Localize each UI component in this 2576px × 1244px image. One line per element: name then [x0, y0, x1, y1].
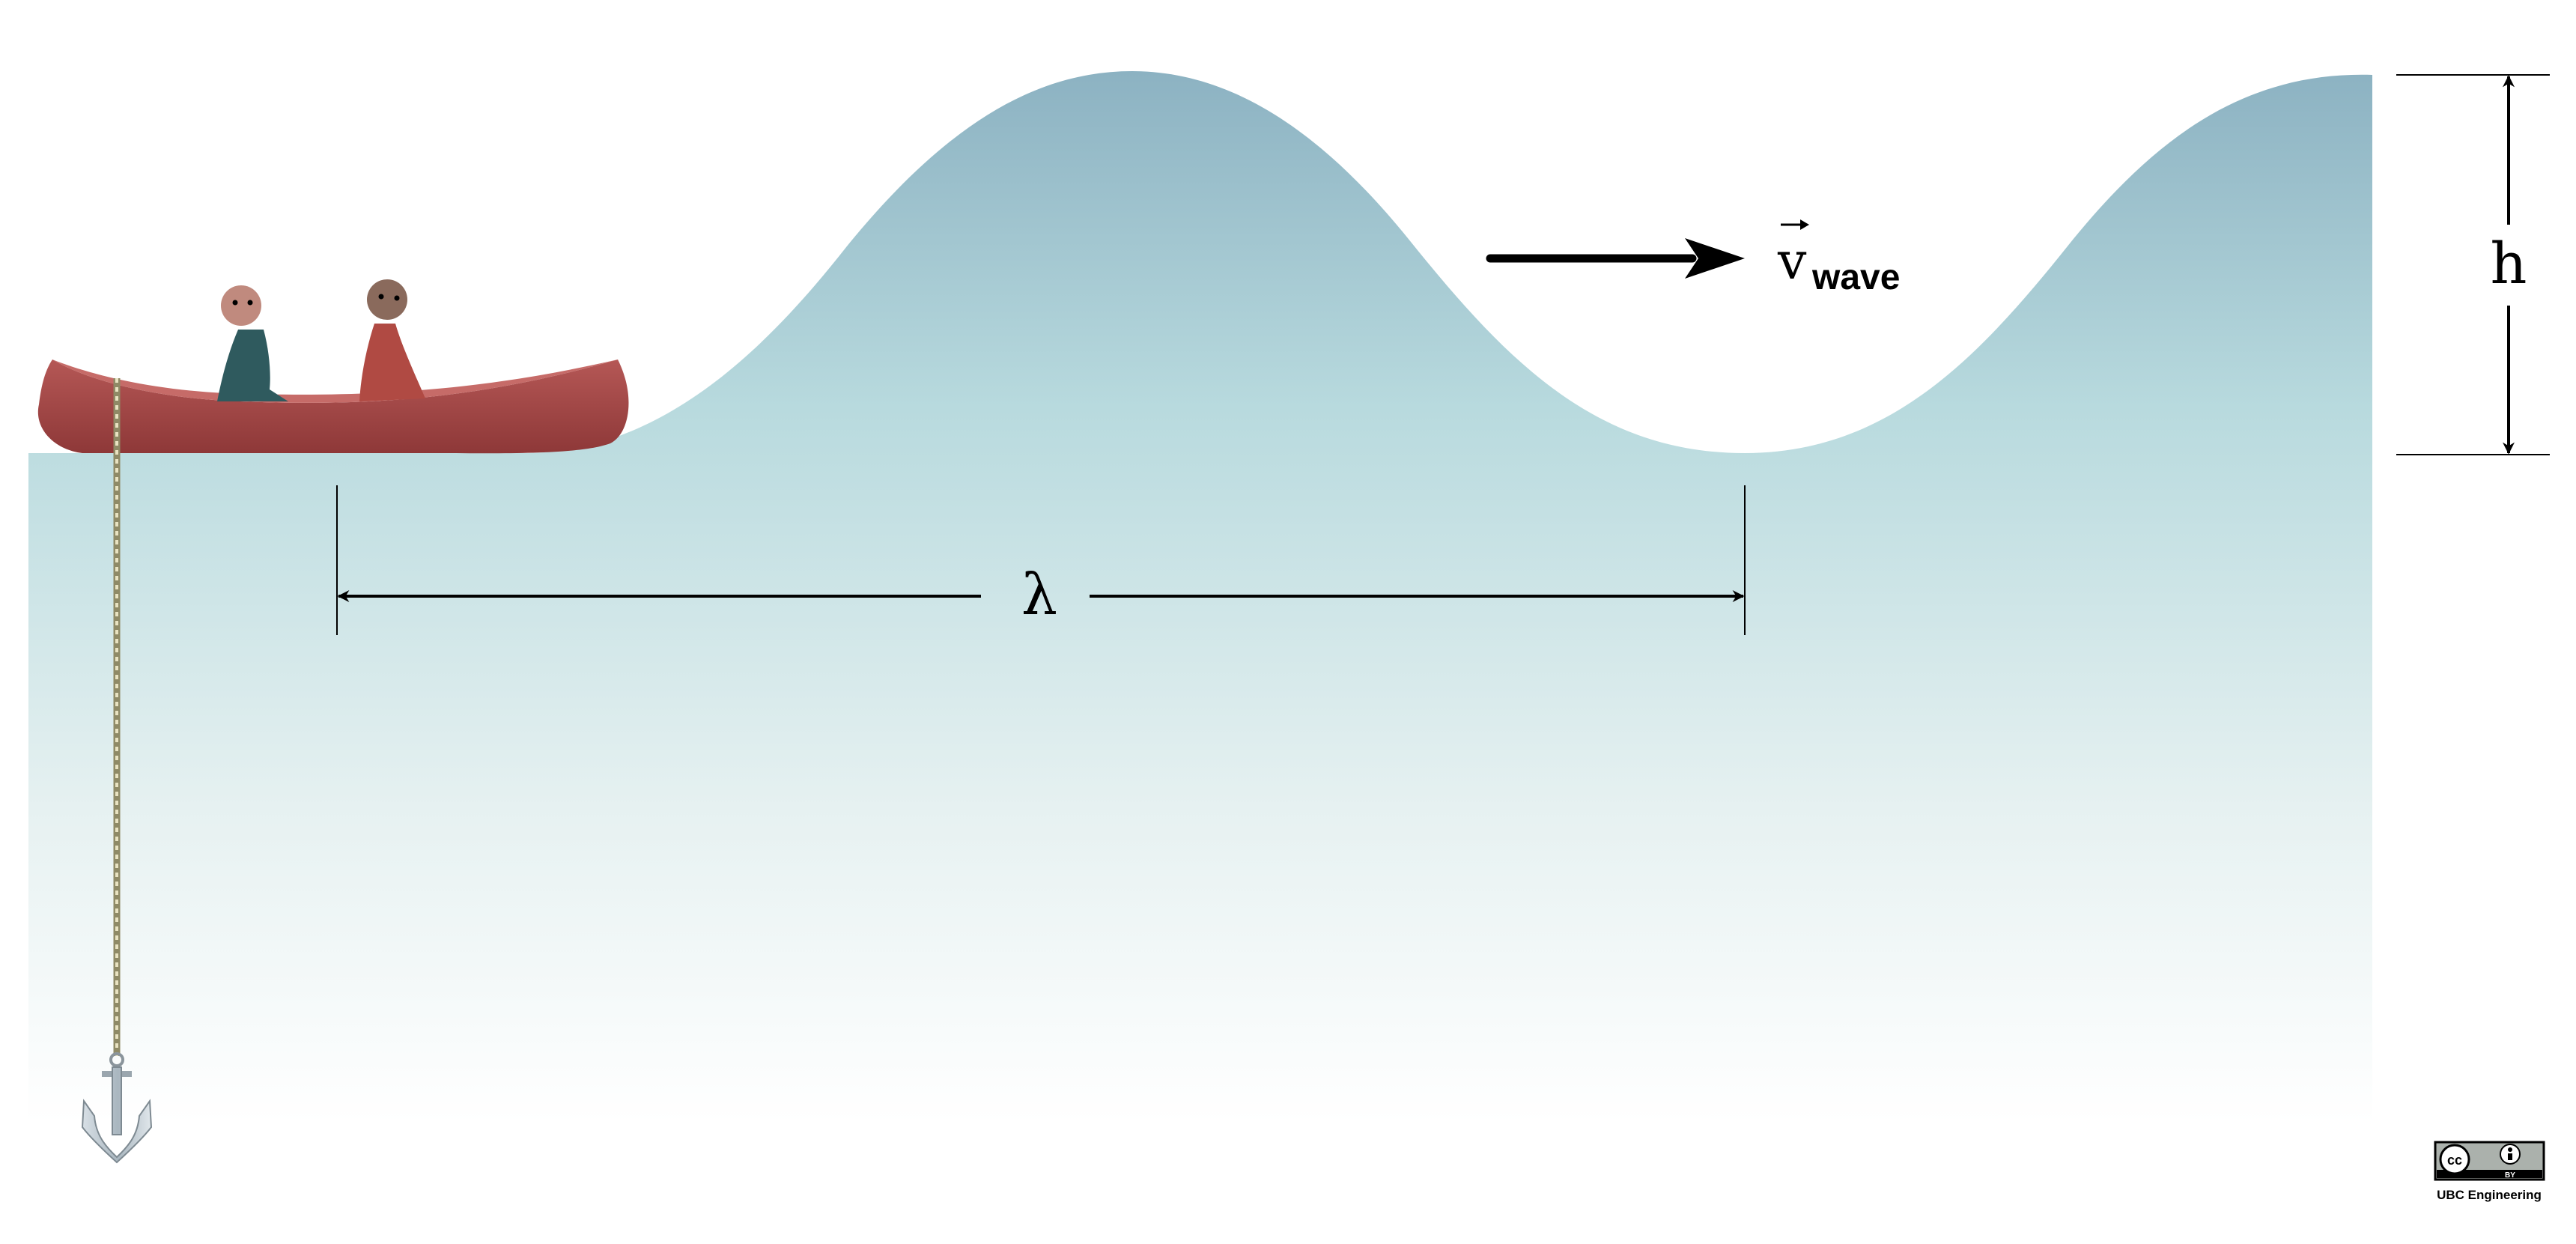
cc-icon: cc: [2447, 1153, 2462, 1168]
height-label: h: [2491, 230, 2527, 297]
wavelength-label: λ: [1021, 561, 1057, 628]
velocity-label: v wave: [1777, 219, 1900, 297]
person-left-head: [221, 285, 261, 326]
person-right-eye: [378, 294, 384, 300]
velocity-subscript: wave: [1811, 258, 1900, 297]
person-left-eye: [247, 300, 253, 306]
velocity-arrow: [1486, 238, 1745, 279]
person-right-head: [367, 279, 407, 320]
person-right: [359, 279, 425, 401]
license-badge: cc BY UBC Engineering: [2434, 1141, 2545, 1202]
canoe-rim: [52, 359, 618, 403]
person-left: [217, 285, 288, 401]
wavelength-dimension: λ: [336, 485, 1746, 635]
person-left-body: [217, 330, 288, 401]
height-dimension: h: [2396, 74, 2550, 455]
velocity-symbol: v: [1777, 232, 1807, 291]
canoe: [37, 359, 629, 454]
anchor-icon: [81, 1052, 153, 1164]
canoe-hull: [37, 359, 629, 454]
person-left-eye: [232, 300, 238, 306]
by-label: BY: [2505, 1171, 2515, 1180]
by-person-icon: [2508, 1147, 2512, 1152]
person-right-eye: [394, 295, 400, 301]
person-right-body: [359, 324, 425, 401]
license-credit: UBC Engineering: [2437, 1188, 2542, 1202]
